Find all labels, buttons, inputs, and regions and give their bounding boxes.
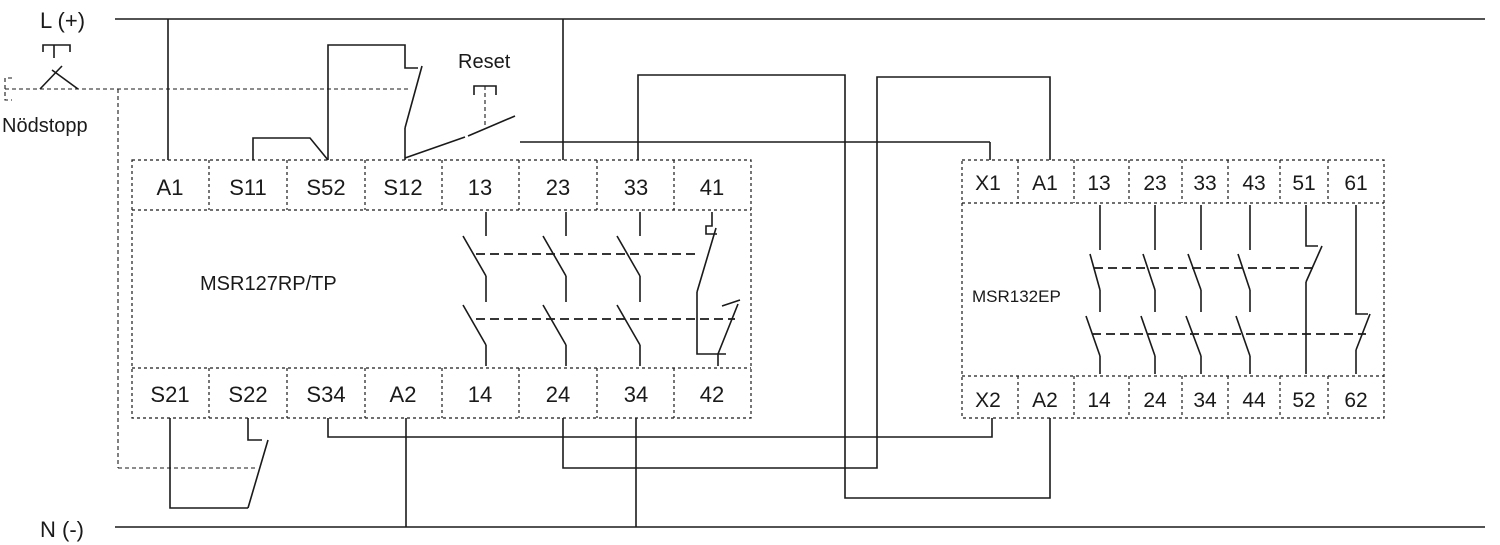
r2-bottom-terminal-14: 14 <box>1087 389 1111 412</box>
estop-switch: Nödstopp <box>2 44 408 469</box>
r2-top-terminal-61: 61 <box>1344 172 1367 195</box>
relay2-name: MSR132EP <box>972 287 1061 306</box>
r2-top-terminal-23: 23 <box>1143 172 1166 195</box>
r2-bottom-terminal-x2: X2 <box>975 389 1001 412</box>
r1-top-terminal-13: 13 <box>468 175 492 200</box>
reset-label: Reset <box>458 51 511 73</box>
rail-label-bottom: N (-) <box>40 517 84 542</box>
r1-top-terminal-s11: S11 <box>229 175 267 200</box>
r1-bottom-terminal-34: 34 <box>624 382 648 407</box>
relay1-contacts <box>462 212 741 366</box>
r2-top-terminal-x1: X1 <box>975 172 1001 195</box>
r1-bottom-terminal-14: 14 <box>468 382 492 407</box>
r1-bottom-terminal-s34: S34 <box>306 382 345 407</box>
r2-top-terminal-33: 33 <box>1193 172 1216 195</box>
r1-top-terminal-s52: S52 <box>306 175 345 200</box>
r2-bottom-terminal-a2: A2 <box>1032 389 1058 412</box>
r1-top-terminal-33: 33 <box>624 175 648 200</box>
r1-top-terminal-23: 23 <box>546 175 570 200</box>
r1-top-terminal-a1: A1 <box>157 175 184 200</box>
r1-bottom-terminal-s21: S21 <box>150 382 189 407</box>
r2-bottom-terminal-44: 44 <box>1242 389 1266 412</box>
r1-bottom-terminal-s22: S22 <box>228 382 267 407</box>
r2-top-terminal-51: 51 <box>1292 172 1315 195</box>
r2-top-terminal-43: 43 <box>1242 172 1265 195</box>
r1-bottom-terminal-42: 42 <box>700 382 724 407</box>
relay2-contacts <box>1085 205 1371 374</box>
r2-bottom-terminal-34: 34 <box>1193 389 1217 412</box>
r1-top-terminal-41: 41 <box>700 175 724 200</box>
relay1-name: MSR127RP/TP <box>200 273 337 295</box>
r2-bottom-terminal-52: 52 <box>1292 389 1315 412</box>
r1-bottom-terminal-24: 24 <box>546 382 570 407</box>
r2-bottom-terminal-62: 62 <box>1344 389 1367 412</box>
r1-top-terminal-s12: S12 <box>383 175 422 200</box>
rail-label-top: L (+) <box>40 8 85 33</box>
wiring <box>167 19 1051 527</box>
reset-switch: Reset <box>404 51 516 159</box>
relay-msr132: X1 A1 13 23 33 43 51 61 X2 A2 14 24 34 4… <box>961 159 1385 419</box>
estop-label: Nödstopp <box>2 115 88 137</box>
r1-bottom-terminal-a2: A2 <box>390 382 417 407</box>
r2-top-terminal-a1: A1 <box>1032 172 1058 195</box>
r2-bottom-terminal-24: 24 <box>1143 389 1167 412</box>
r2-top-terminal-13: 13 <box>1087 172 1110 195</box>
relay-msr127: A1 S11 S52 S12 13 23 33 41 S21 S22 S34 A… <box>131 159 752 419</box>
